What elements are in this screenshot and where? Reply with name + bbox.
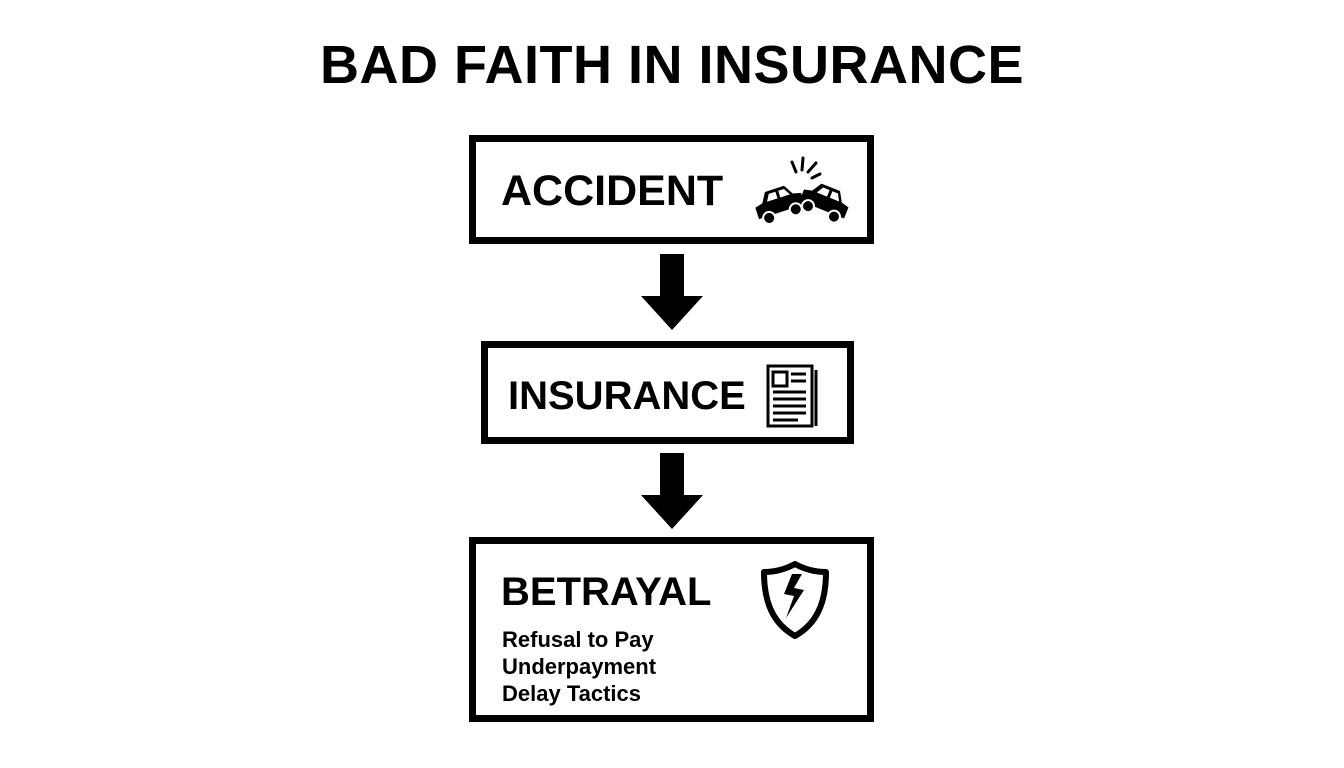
list-item: Underpayment (502, 654, 657, 679)
broken-shield-icon (761, 561, 829, 639)
diagram-title: BAD FAITH IN INSURANCE (319, 35, 1024, 95)
list-item: Refusal to Pay (502, 627, 654, 652)
step-accident-label: ACCIDENT (501, 167, 724, 215)
step-betrayal-label: BETRAYAL (501, 570, 712, 614)
betrayal-items: Refusal to Pay Underpayment Delay Tactic… (502, 626, 656, 707)
list-item: Delay Tactics (502, 681, 642, 706)
step-insurance-label: INSURANCE (508, 374, 746, 418)
down-arrow-icon (641, 453, 703, 529)
step-insurance: INSURANCE (481, 341, 854, 444)
step-betrayal: BETRAYAL Refusal to Pay Underpayment Del… (469, 537, 874, 722)
down-arrow-icon (641, 254, 703, 330)
step-accident: ACCIDENT (469, 135, 874, 244)
policy-document-icon (766, 364, 818, 428)
car-crash-icon (755, 156, 849, 225)
